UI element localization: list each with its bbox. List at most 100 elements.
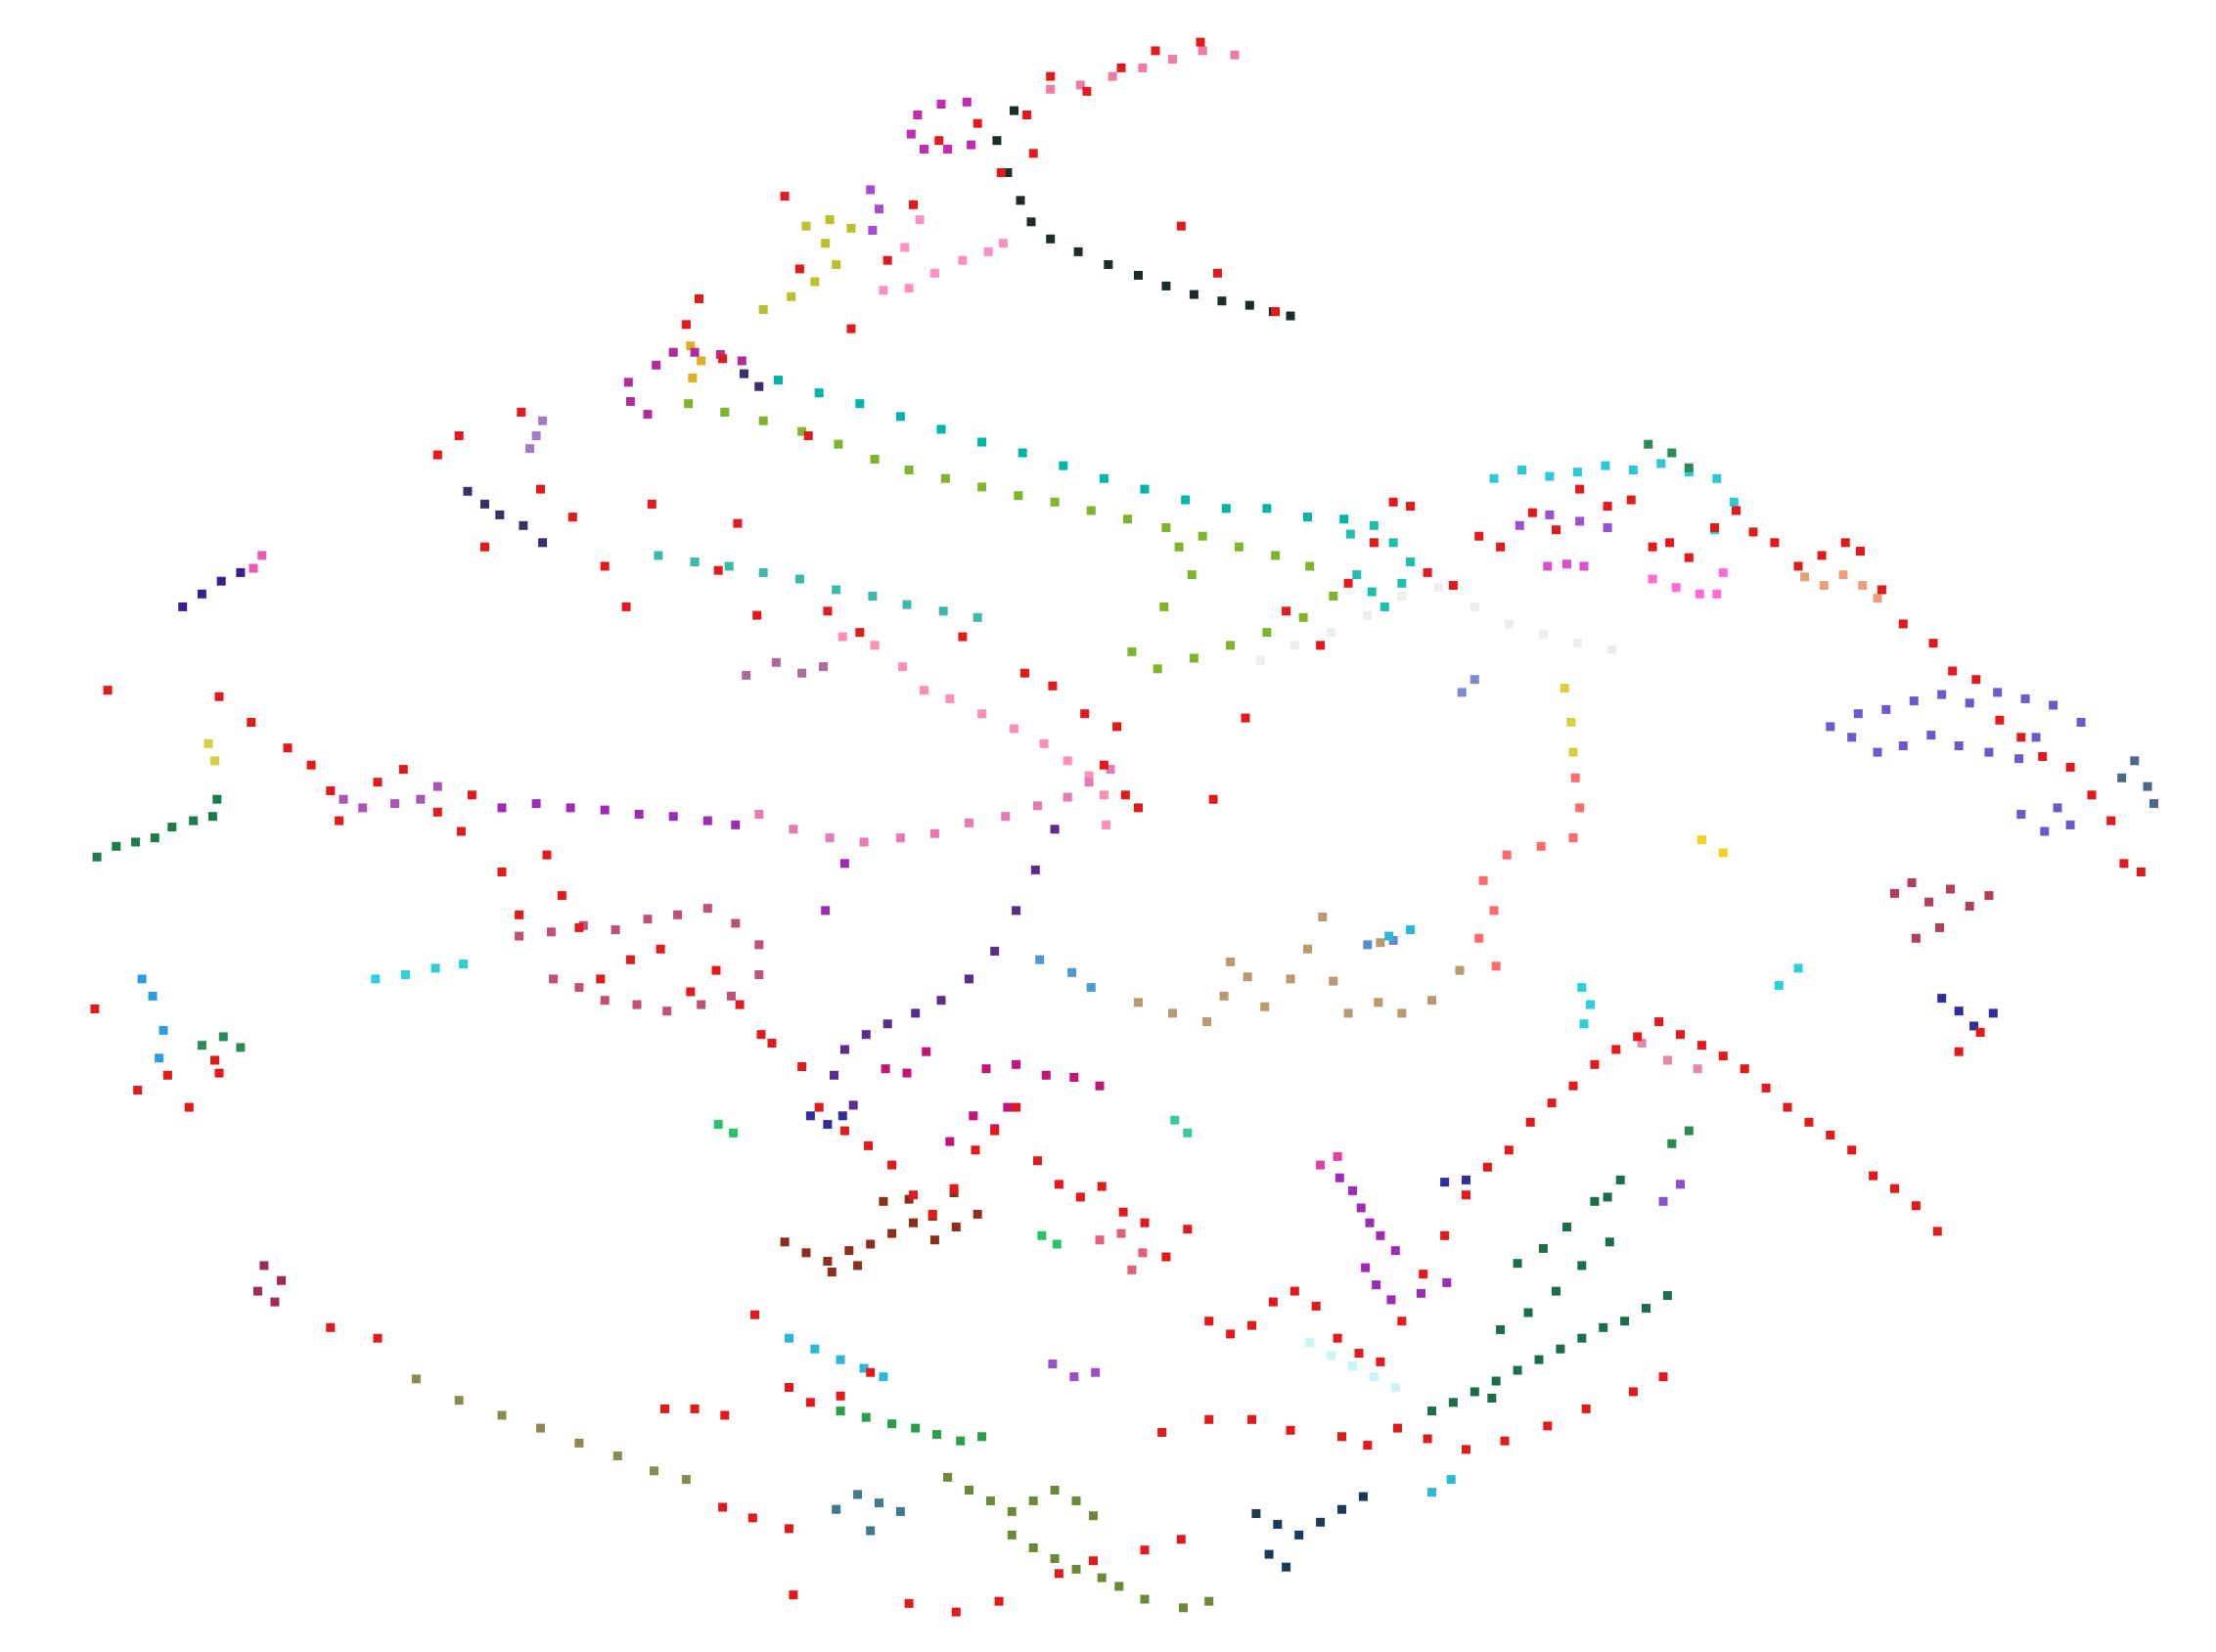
cluster-point — [789, 825, 798, 834]
cluster-point — [432, 781, 442, 791]
cluster-point — [936, 996, 946, 1005]
cluster-point — [969, 1111, 978, 1121]
noise-point — [1140, 1545, 1150, 1555]
cluster-point — [1153, 664, 1162, 674]
cluster-point — [1189, 653, 1198, 663]
cluster-point — [538, 538, 548, 548]
cluster-point — [1907, 878, 1917, 887]
cluster-point — [1168, 55, 1177, 65]
cluster-point — [1262, 628, 1272, 638]
cluster-point — [1048, 1360, 1058, 1368]
cluster-point — [1684, 1126, 1694, 1136]
cluster-point — [1260, 1002, 1270, 1011]
cluster-point — [1327, 628, 1336, 638]
cluster-point — [2149, 799, 2158, 809]
cluster-point — [270, 1297, 280, 1307]
cluster-point — [178, 602, 188, 611]
cluster-point — [1455, 965, 1465, 975]
cluster-point — [497, 1410, 507, 1420]
noise-point — [1054, 1180, 1063, 1189]
cluster-point — [1244, 300, 1254, 310]
noise-point — [1732, 506, 1741, 515]
noise-point — [1406, 502, 1416, 512]
cluster-point — [1545, 471, 1555, 481]
cluster-point — [805, 1111, 815, 1121]
noise-point — [785, 1524, 793, 1534]
noise-point — [767, 1039, 777, 1048]
cluster-point — [1568, 747, 1578, 757]
cluster-point — [1586, 1000, 1596, 1009]
noise-point — [1603, 502, 1612, 512]
noise-point — [1527, 508, 1537, 517]
noise-point — [750, 1310, 759, 1319]
cluster-point — [1255, 655, 1265, 665]
cluster-point — [1012, 1059, 1021, 1069]
noise-point — [1376, 1357, 1385, 1366]
cluster-point — [1662, 1291, 1672, 1300]
cluster-point — [1898, 741, 1908, 750]
cluster-point — [943, 1472, 953, 1482]
cluster-point — [740, 369, 748, 379]
cluster-point — [1515, 520, 1524, 530]
cluster-point — [632, 1000, 642, 1009]
cluster-point — [411, 1374, 421, 1384]
noise-point — [1761, 1083, 1771, 1093]
noise-point — [1097, 1182, 1107, 1191]
noise-point — [2016, 733, 2026, 742]
noise-point — [972, 118, 982, 128]
cluster-point — [1316, 1517, 1326, 1527]
series-layer — [92, 46, 2158, 1613]
cluster-point — [1059, 461, 1068, 470]
noise-point — [1462, 1190, 1470, 1200]
cluster-point — [1367, 587, 1377, 597]
cluster-point — [895, 412, 905, 422]
cluster-point — [390, 799, 399, 809]
cluster-point — [2016, 810, 2026, 819]
cluster-point — [887, 1228, 897, 1238]
cluster-point — [112, 841, 121, 851]
cluster-point — [1442, 1277, 1452, 1287]
cluster-point — [686, 341, 696, 351]
noise-point — [2106, 816, 2116, 826]
cluster-point — [870, 641, 880, 650]
cluster-point — [252, 1286, 262, 1296]
cluster-point — [1046, 84, 1056, 94]
noise-point — [326, 1322, 336, 1332]
cluster-point — [1303, 944, 1312, 954]
cluster-point — [1819, 581, 1829, 590]
cluster-point — [137, 974, 147, 984]
cluster-point — [1003, 168, 1013, 177]
cluster-point — [861, 1030, 871, 1040]
cluster-point — [1026, 217, 1036, 227]
cluster-point — [906, 129, 916, 139]
cluster-point — [879, 286, 888, 295]
cluster-point — [1345, 529, 1355, 539]
cluster-point — [1226, 957, 1236, 966]
noise-point — [1271, 307, 1281, 317]
cluster-point — [827, 1268, 837, 1276]
cluster-point — [1881, 704, 1891, 714]
cluster-point — [1363, 940, 1373, 950]
cluster-point — [940, 473, 950, 483]
cluster-point — [1123, 514, 1132, 524]
cluster-point — [1050, 1486, 1060, 1495]
cluster-point — [797, 668, 807, 678]
cluster-point — [1648, 574, 1657, 584]
cluster-point — [983, 246, 993, 256]
cluster-point — [358, 803, 368, 813]
cluster-point — [951, 1223, 961, 1231]
noise-point — [515, 910, 524, 919]
noise-point — [1118, 1207, 1128, 1217]
cluster-point — [611, 925, 620, 935]
noise-point — [1343, 578, 1353, 588]
noise-point — [2038, 752, 2048, 761]
cluster-point — [650, 1466, 658, 1476]
cluster-point — [1071, 1564, 1081, 1574]
cluster-point — [1063, 756, 1072, 766]
cluster-point — [1018, 448, 1027, 458]
cluster-point — [965, 1486, 973, 1495]
cluster-point — [574, 1438, 584, 1448]
cluster-point — [1134, 998, 1143, 1007]
cluster-point — [1174, 542, 1184, 552]
